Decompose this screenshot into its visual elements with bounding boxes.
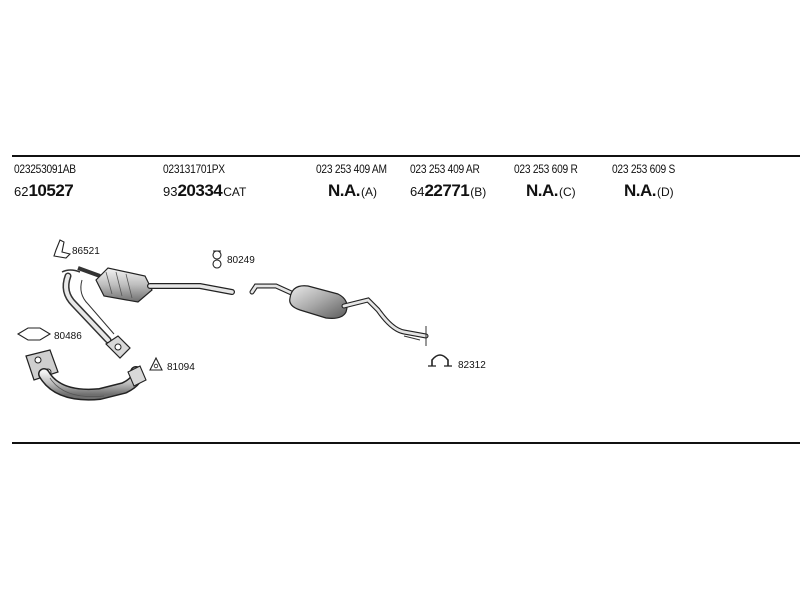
header-top-rule — [12, 155, 800, 157]
part-column-3: 023 253 409 AM N.A.(A) — [316, 160, 399, 201]
clamp-icon — [53, 239, 72, 259]
gasket-icon — [16, 327, 52, 341]
part-column-5: 023 253 609 R N.A.(C) — [514, 160, 589, 201]
svg-text:82312: 82312 — [458, 360, 486, 371]
callout-81094: 81094 — [149, 356, 195, 373]
callout-82312: 82312 — [428, 354, 486, 371]
part-number: 023253091AB — [14, 162, 76, 176]
muffler-assembly — [249, 283, 429, 346]
reference-code: N.A.(A) — [328, 181, 377, 200]
part-number: 023131701PX — [163, 162, 225, 176]
part-number: 023 253 409 AM — [316, 162, 387, 176]
svg-text:81094: 81094 — [167, 362, 195, 373]
front-pipe — [61, 269, 115, 344]
diagram-bottom-rule — [12, 442, 800, 444]
reference-code: N.A.(C) — [526, 181, 576, 200]
svg-text:80486: 80486 — [54, 331, 82, 342]
svg-text:80249: 80249 — [227, 255, 255, 266]
callout-80486: 80486 — [16, 327, 82, 342]
hanger-ring-icon — [212, 250, 222, 269]
callout-80249: 80249 — [212, 250, 255, 269]
exhaust-manifold — [25, 349, 147, 401]
part-number: 023 253 409 AR — [410, 162, 480, 176]
catalytic-converter — [77, 266, 235, 303]
part-number: 023 253 609 S — [612, 162, 676, 176]
svg-text:86521: 86521 — [72, 246, 100, 257]
u-clamp-icon — [431, 354, 449, 366]
pipe-flange — [105, 335, 131, 359]
part-column-6: 023 253 609 S N.A.(D) — [612, 160, 686, 201]
callout-86521: 86521 — [53, 239, 100, 259]
part-number: 023 253 609 R — [514, 162, 578, 176]
reference-code: N.A.(D) — [624, 181, 674, 200]
